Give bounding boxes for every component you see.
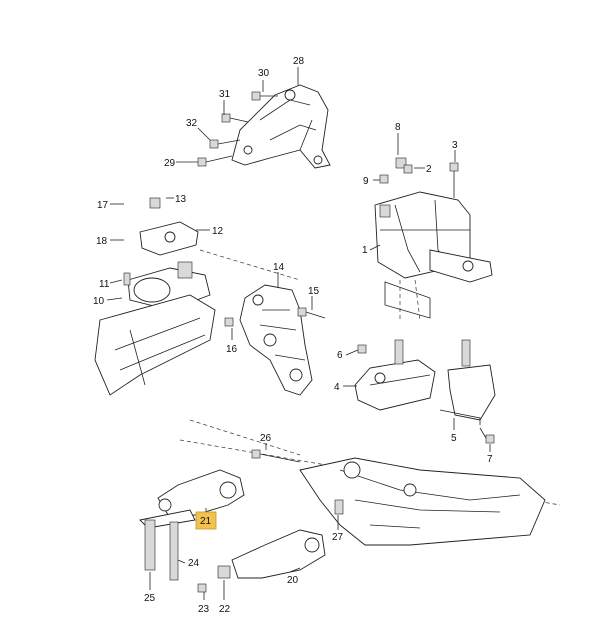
torque-rod-21 bbox=[139, 469, 245, 581]
callout-7: 7 bbox=[487, 454, 493, 465]
leader-lines bbox=[106, 67, 491, 600]
callout-20: 20 bbox=[287, 575, 299, 586]
callout-2: 2 bbox=[426, 164, 432, 175]
callout-11: 11 bbox=[99, 279, 110, 290]
callout-3: 3 bbox=[452, 140, 458, 151]
bolts-28-group bbox=[197, 91, 278, 167]
callout-32: 32 bbox=[186, 118, 198, 129]
callout-28: 28 bbox=[293, 56, 305, 67]
callout-30: 30 bbox=[258, 68, 270, 79]
callout-8: 8 bbox=[395, 122, 401, 133]
callout-10: 10 bbox=[93, 296, 105, 307]
callout-6: 6 bbox=[337, 350, 343, 361]
highlight-box-21 bbox=[195, 511, 217, 530]
callout-23: 23 bbox=[198, 604, 210, 615]
left-mount-assembly bbox=[94, 197, 301, 396]
callout-22: 22 bbox=[219, 604, 231, 615]
lower-right-mounts bbox=[354, 339, 496, 444]
callout-15: 15 bbox=[308, 286, 320, 297]
callout-17: 17 bbox=[97, 200, 109, 211]
subframe bbox=[179, 419, 561, 546]
bolt-26 bbox=[251, 449, 301, 463]
callout-1: 1 bbox=[362, 245, 368, 256]
callout-14: 14 bbox=[273, 262, 285, 273]
pendulum-support-20 bbox=[197, 529, 326, 593]
callout-13: 13 bbox=[175, 194, 187, 205]
right-gearbox-mount bbox=[374, 157, 493, 321]
callout-5: 5 bbox=[451, 433, 457, 444]
upper-bracket-28 bbox=[231, 84, 331, 169]
callout-29: 29 bbox=[164, 158, 176, 169]
callout-labels: 30 28 31 32 29 17 13 12 18 11 10 14 15 1… bbox=[93, 56, 493, 615]
callout-21: 21 bbox=[200, 516, 212, 527]
callout-26: 26 bbox=[260, 433, 272, 444]
callout-27: 27 bbox=[332, 532, 344, 543]
callout-12: 12 bbox=[212, 226, 224, 237]
callout-18: 18 bbox=[96, 236, 108, 247]
callout-31: 31 bbox=[219, 89, 231, 100]
callout-24: 24 bbox=[188, 558, 200, 569]
callout-16: 16 bbox=[226, 344, 238, 355]
callout-9: 9 bbox=[363, 176, 369, 187]
callout-4: 4 bbox=[334, 382, 340, 393]
callout-25: 25 bbox=[144, 593, 156, 604]
center-bracket-14 bbox=[224, 284, 326, 396]
